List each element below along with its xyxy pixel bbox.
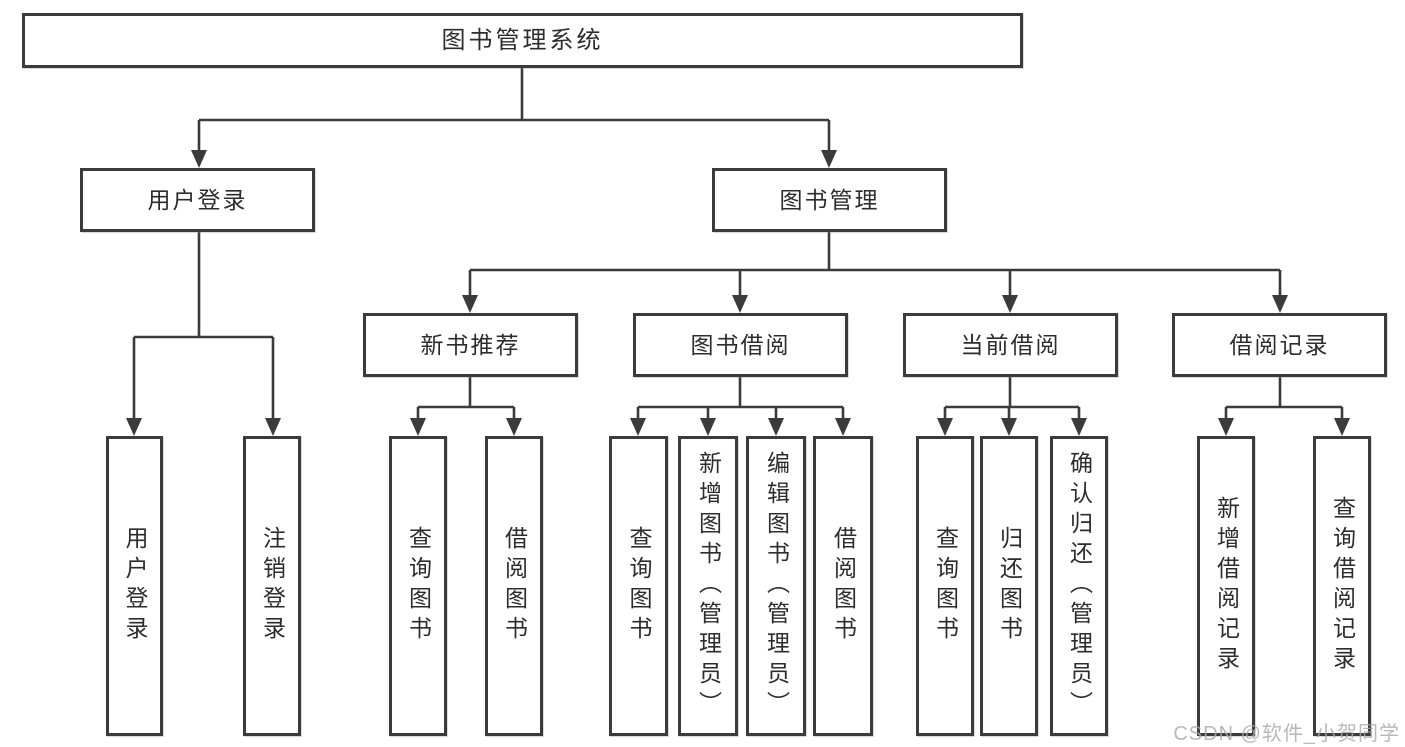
arrow-icon (265, 418, 281, 436)
node-borrow-records: 借阅记录 (1172, 313, 1387, 377)
arrow-icon (410, 418, 426, 436)
arrow-icon (126, 418, 142, 436)
arrow-icon (1001, 418, 1017, 436)
leaf-add-borrow-record: 新增借阅记录 (1197, 436, 1255, 736)
csdn-watermark: CSDN @软件_小贺同学 (1173, 723, 1400, 745)
arrow-icon (462, 295, 478, 313)
leaf-logout: 注销登录 (243, 436, 301, 736)
leaf-return-books: 归还图书 (980, 436, 1038, 736)
node-new-book-recommend: 新书推荐 (363, 313, 578, 377)
connector-root-to-level2 (197, 68, 831, 152)
arrow-icon (1071, 418, 1087, 436)
arrowheads (126, 150, 1350, 436)
leaf-borrow-books-recommend: 借阅图书 (485, 436, 543, 736)
node-book-management: 图书管理 (712, 168, 947, 232)
node-root-system: 图书管理系统 (22, 13, 1023, 68)
arrow-icon (821, 150, 837, 168)
leaf-query-borrow-record: 查询借阅记录 (1313, 436, 1371, 736)
arrow-icon (768, 418, 784, 436)
connector-borrow-record-children (1224, 377, 1344, 420)
arrow-icon (191, 150, 207, 168)
node-user-login-module: 用户登录 (80, 168, 315, 232)
leaf-add-books-admin: 新增图书（管理员） (678, 436, 738, 736)
arrow-icon (732, 295, 748, 313)
connector-user-login-children (132, 232, 275, 420)
leaf-query-books-current: 查询图书 (916, 436, 974, 736)
arrow-icon (1002, 295, 1018, 313)
arrow-icon (630, 418, 646, 436)
connector-book-management-children (468, 232, 1282, 297)
arrow-icon (700, 418, 716, 436)
leaf-confirm-return-admin: 确认归还（管理员） (1050, 436, 1108, 736)
leaf-query-books-borrow: 查询图书 (609, 436, 668, 736)
arrow-icon (937, 418, 953, 436)
arrow-icon (506, 418, 522, 436)
node-current-borrow: 当前借阅 (903, 313, 1118, 377)
connector-current-borrow-children (943, 377, 1081, 420)
leaf-query-books-recommend: 查询图书 (389, 436, 447, 736)
arrow-icon (1334, 418, 1350, 436)
leaf-borrow-books: 借阅图书 (813, 436, 873, 736)
connector-book-borrow-children (636, 377, 845, 420)
leaf-edit-books-admin: 编辑图书（管理员） (746, 436, 806, 736)
connector-new-book-children (416, 377, 516, 420)
arrow-icon (1218, 418, 1234, 436)
node-book-borrow: 图书借阅 (633, 313, 848, 377)
arrow-icon (835, 418, 851, 436)
arrow-icon (1272, 295, 1288, 313)
leaf-user-login: 用户登录 (106, 436, 163, 736)
